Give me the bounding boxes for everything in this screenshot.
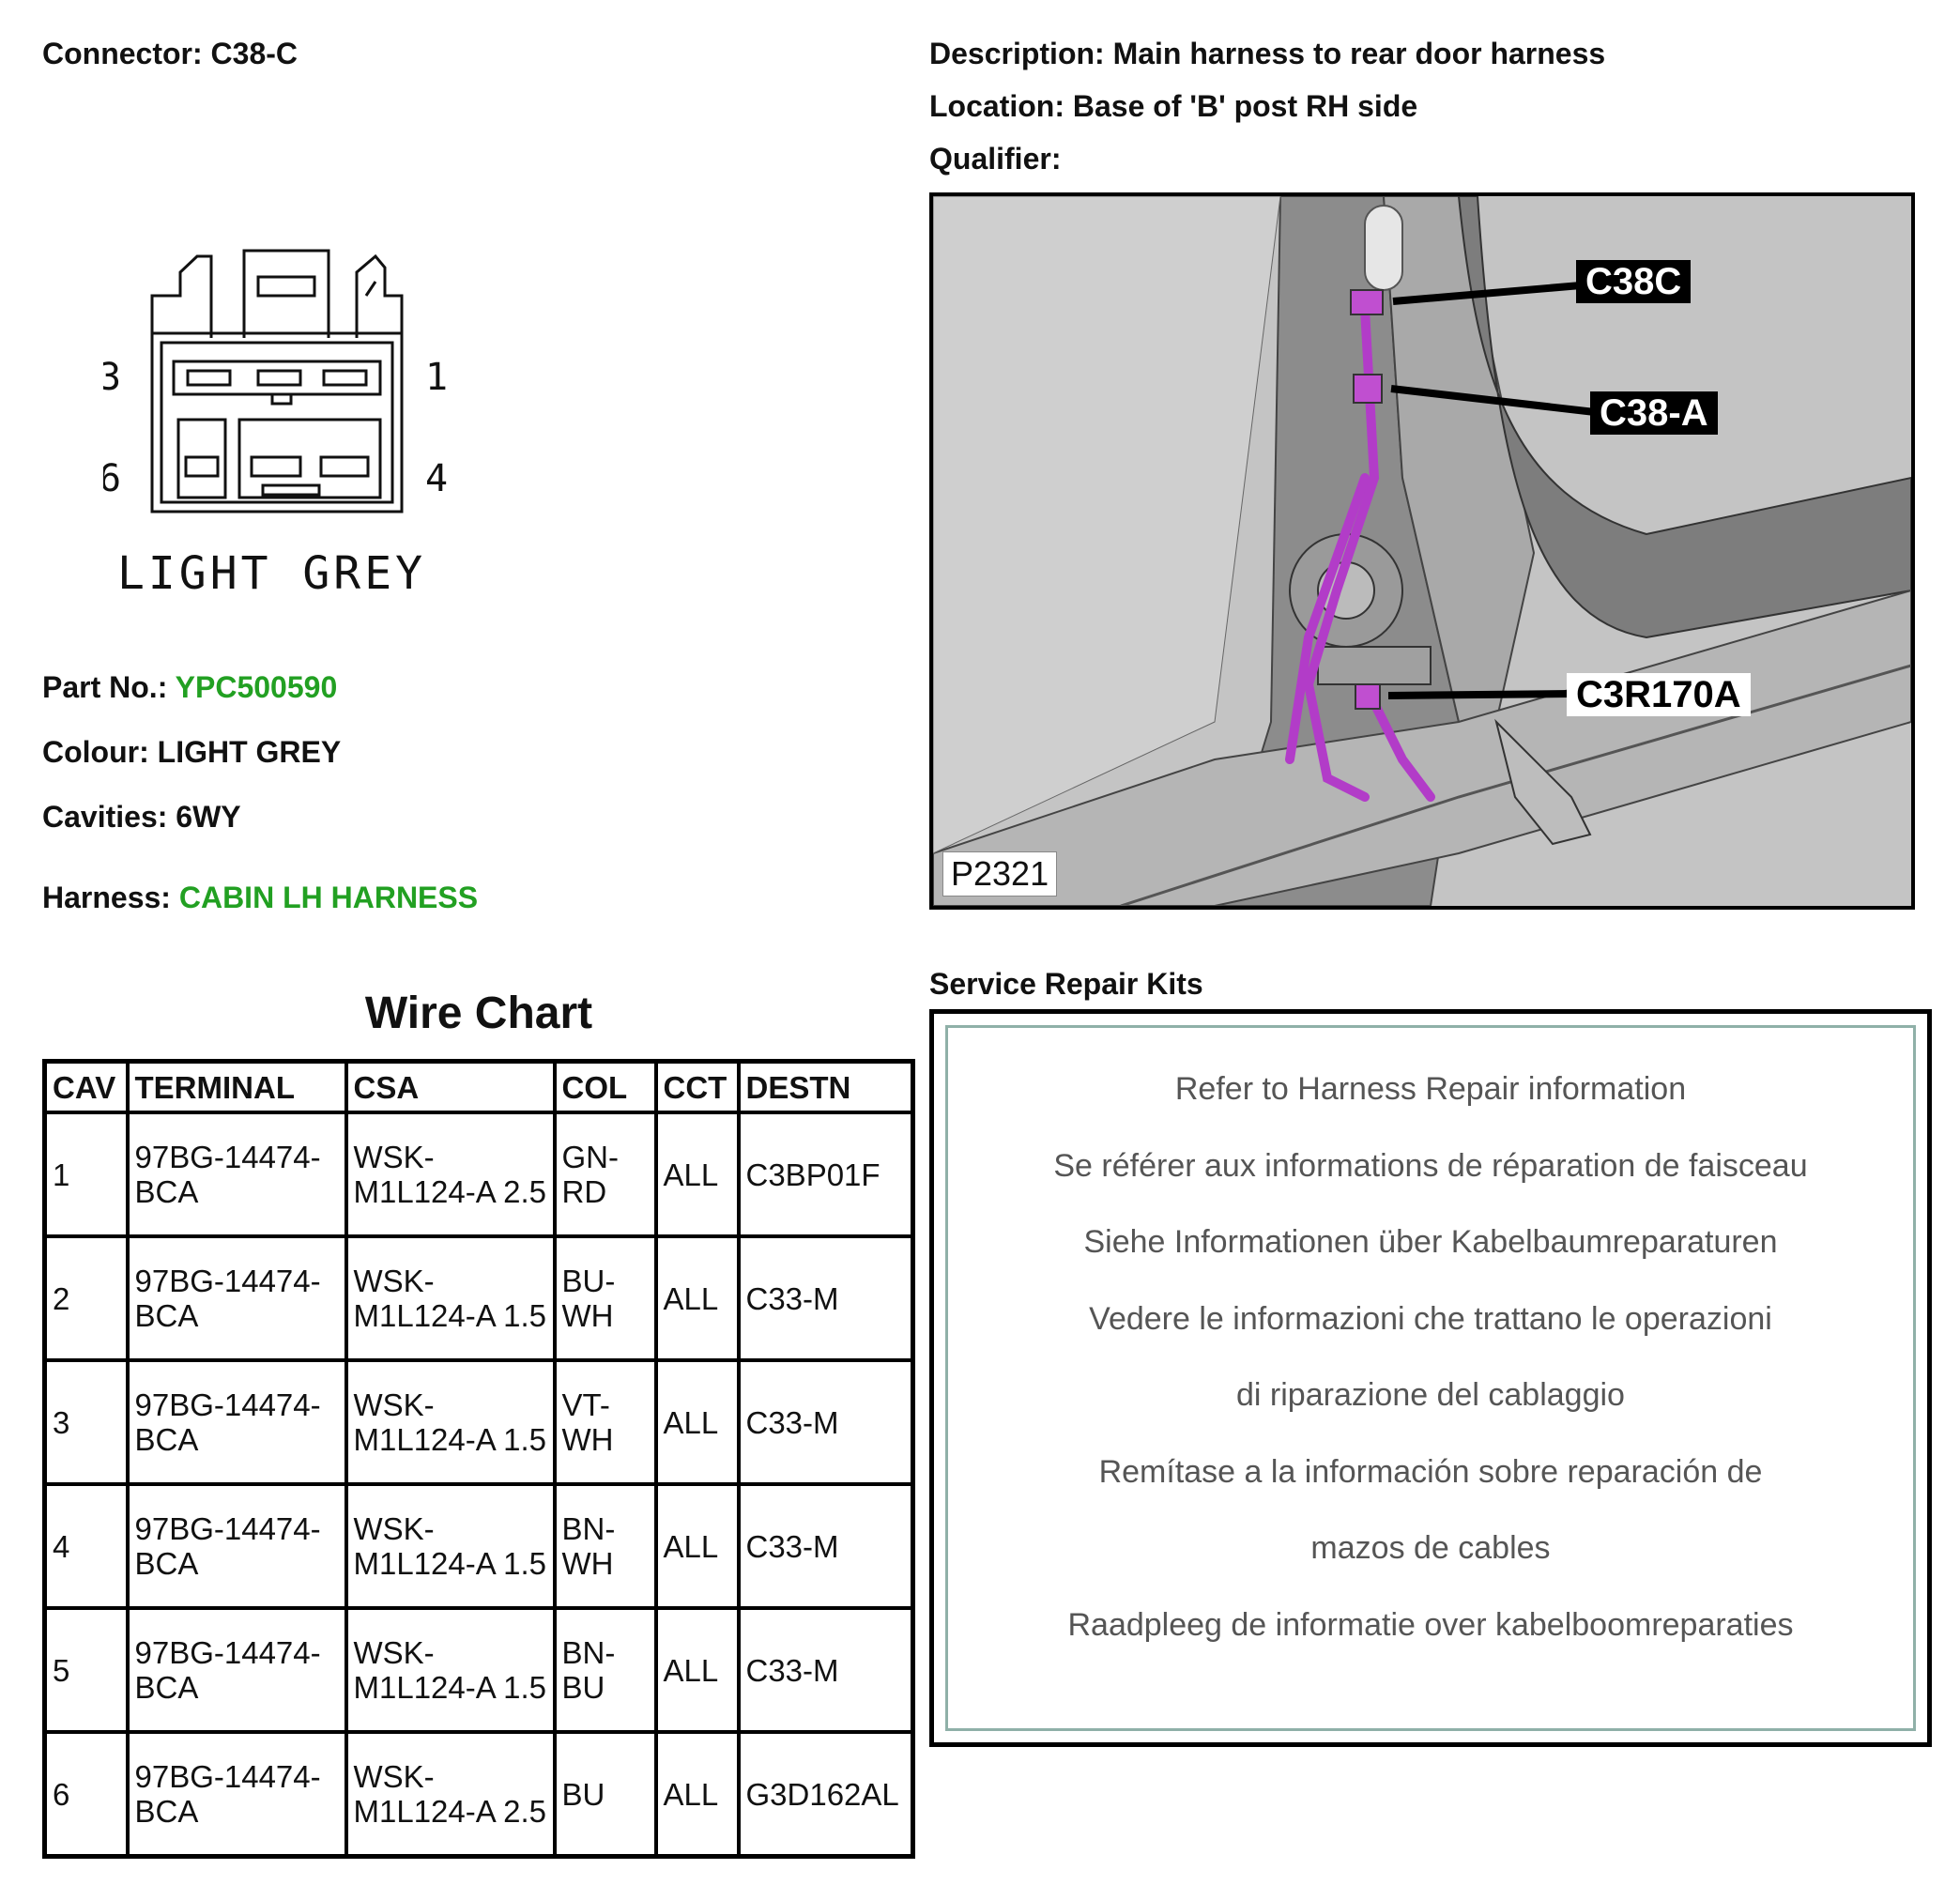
location-figure: C38C C38-A C3R170A P2321 bbox=[929, 192, 1915, 910]
cell-csa: WSK-M1L124-A 1.5 bbox=[344, 1606, 557, 1734]
table-row: 2 97BG-14474-BCA WSK-M1L124-A 1.5 BU-WH … bbox=[42, 1234, 915, 1362]
pin-label-6: 6 bbox=[103, 457, 121, 500]
cell-terminal: 97BG-14474-BCA bbox=[125, 1234, 348, 1362]
cavities-line: Cavities: 6WY bbox=[42, 798, 241, 835]
location-value: Base of 'B' post RH side bbox=[1072, 89, 1418, 123]
wire-chart-title: Wire Chart bbox=[364, 988, 593, 1038]
colour-line: Colour: LIGHT GREY bbox=[42, 733, 341, 771]
qualifier-label: Qualifier: bbox=[929, 142, 1062, 176]
callout-c38-a: C38-A bbox=[1590, 391, 1718, 435]
table-row: 1 97BG-14474-BCA WSK-M1L124-A 2.5 GN-RD … bbox=[42, 1111, 915, 1238]
cell-col: VT-WH bbox=[552, 1358, 658, 1486]
qualifier-line: Qualifier: bbox=[929, 140, 1061, 177]
location-label: Location: bbox=[929, 89, 1064, 123]
table-row: 6 97BG-14474-BCA WSK-M1L124-A 2.5 BU ALL… bbox=[42, 1730, 915, 1859]
connector-line: Connector: C38-C bbox=[42, 35, 298, 72]
pin-label-1: 1 bbox=[425, 356, 448, 399]
description-value: Main harness to rear door harness bbox=[1112, 37, 1606, 70]
cell-csa: WSK-M1L124-A 2.5 bbox=[344, 1111, 557, 1238]
cell-destn: C33-M bbox=[736, 1482, 915, 1610]
connector-value: C38-C bbox=[210, 37, 299, 70]
callout-c3r170a: C3R170A bbox=[1567, 673, 1751, 716]
service-repair-kits-inner: Refer to Harness Repair information Se r… bbox=[945, 1025, 1916, 1731]
kit-line-it-2: di riparazione del cablaggio bbox=[1236, 1377, 1625, 1413]
cell-terminal: 97BG-14474-BCA bbox=[125, 1606, 348, 1734]
pin-label-4: 4 bbox=[425, 457, 448, 500]
cell-destn: C33-M bbox=[736, 1358, 915, 1486]
cell-col: BN-BU bbox=[552, 1606, 658, 1734]
part-no-label: Part No.: bbox=[42, 670, 168, 704]
harness-value: CABIN LH HARNESS bbox=[178, 881, 479, 914]
cell-cav: 4 bbox=[42, 1482, 130, 1610]
table-row: 3 97BG-14474-BCA WSK-M1L124-A 1.5 VT-WH … bbox=[42, 1358, 915, 1486]
figure-id: P2321 bbox=[942, 851, 1058, 897]
cell-cav: 3 bbox=[42, 1358, 130, 1486]
cell-csa: WSK-M1L124-A 1.5 bbox=[344, 1234, 557, 1362]
cell-cct: ALL bbox=[653, 1111, 741, 1238]
wire-chart-header-row: CAV TERMINAL CSA COL CCT DESTN bbox=[42, 1059, 915, 1114]
part-no-line: Part No.: YPC500590 bbox=[42, 668, 337, 706]
header-csa: CSA bbox=[344, 1059, 557, 1114]
service-repair-kits-title: Service Repair Kits bbox=[929, 967, 1203, 1001]
cell-col: BU bbox=[552, 1730, 658, 1859]
kit-line-en: Refer to Harness Repair information bbox=[1174, 1071, 1687, 1107]
cell-destn: C33-M bbox=[736, 1606, 915, 1734]
cell-cct: ALL bbox=[653, 1482, 741, 1610]
cell-destn: C33-M bbox=[736, 1234, 915, 1362]
cell-terminal: 97BG-14474-BCA bbox=[125, 1482, 348, 1610]
kit-line-fr: Se référer aux informations de réparatio… bbox=[1053, 1147, 1808, 1184]
cell-cav: 6 bbox=[42, 1730, 130, 1859]
cell-csa: WSK-M1L124-A 1.5 bbox=[344, 1482, 557, 1610]
cavities-value: 6WY bbox=[176, 800, 241, 834]
part-no-value: YPC500590 bbox=[175, 670, 338, 704]
harness-label: Harness: bbox=[42, 881, 171, 914]
pin-label-3: 3 bbox=[103, 356, 121, 399]
cell-destn: G3D162AL bbox=[736, 1730, 915, 1859]
header-cct: CCT bbox=[653, 1059, 741, 1114]
kit-line-it-1: Vedere le informazioni che trattano le o… bbox=[1089, 1300, 1772, 1337]
kit-line-es-2: mazos de cables bbox=[1310, 1530, 1551, 1566]
description-label: Description: bbox=[929, 37, 1105, 70]
cell-terminal: 97BG-14474-BCA bbox=[125, 1730, 348, 1859]
table-row: 5 97BG-14474-BCA WSK-M1L124-A 1.5 BN-BU … bbox=[42, 1606, 915, 1734]
connector-colour-label: LIGHT GREY bbox=[117, 547, 426, 600]
header-destn: DESTN bbox=[736, 1059, 915, 1114]
location-line: Location: Base of 'B' post RH side bbox=[929, 87, 1417, 125]
colour-value: LIGHT GREY bbox=[157, 735, 342, 769]
cell-csa: WSK-M1L124-A 2.5 bbox=[344, 1730, 557, 1859]
cell-cct: ALL bbox=[653, 1606, 741, 1734]
vehicle-b-post-illustration bbox=[933, 196, 1911, 906]
callout-c38c: C38C bbox=[1576, 260, 1692, 303]
cell-cct: ALL bbox=[653, 1358, 741, 1486]
connector-face-icon: 3 1 6 4 LIGHT GREY bbox=[99, 249, 448, 600]
cavities-label: Cavities: bbox=[42, 800, 168, 834]
service-repair-kits-box: Refer to Harness Repair information Se r… bbox=[929, 1009, 1932, 1747]
cell-cav: 1 bbox=[42, 1111, 130, 1238]
kit-line-es-1: Remítase a la información sobre reparaci… bbox=[1098, 1453, 1763, 1490]
cell-csa: WSK-M1L124-A 1.5 bbox=[344, 1358, 557, 1486]
harness-line: Harness: CABIN LH HARNESS bbox=[42, 879, 478, 916]
colour-label: Colour: bbox=[42, 735, 149, 769]
cell-terminal: 97BG-14474-BCA bbox=[125, 1358, 348, 1486]
wire-chart-table: CAV TERMINAL CSA COL CCT DESTN 1 97BG-14… bbox=[42, 1059, 915, 1859]
kit-line-nl: Raadpleeg de informatie over kabelboomre… bbox=[1067, 1606, 1794, 1643]
connector-label: Connector: bbox=[42, 37, 203, 70]
cell-destn: C3BP01F bbox=[736, 1111, 915, 1238]
header-col: COL bbox=[552, 1059, 658, 1114]
header-terminal: TERMINAL bbox=[125, 1059, 348, 1114]
cell-cav: 2 bbox=[42, 1234, 130, 1362]
header-cav: CAV bbox=[42, 1059, 130, 1114]
cell-col: BU-WH bbox=[552, 1234, 658, 1362]
kit-line-de: Siehe Informationen über Kabelbaumrepara… bbox=[1083, 1224, 1778, 1260]
cell-cav: 5 bbox=[42, 1606, 130, 1734]
cell-col: GN-RD bbox=[552, 1111, 658, 1238]
table-row: 4 97BG-14474-BCA WSK-M1L124-A 1.5 BN-WH … bbox=[42, 1482, 915, 1610]
description-line: Description: Main harness to rear door h… bbox=[929, 35, 1605, 72]
cell-cct: ALL bbox=[653, 1730, 741, 1859]
cell-col: BN-WH bbox=[552, 1482, 658, 1610]
cell-terminal: 97BG-14474-BCA bbox=[125, 1111, 348, 1238]
connector-face-drawing: 3 1 6 4 LIGHT GREY bbox=[99, 239, 460, 615]
cell-cct: ALL bbox=[653, 1234, 741, 1362]
